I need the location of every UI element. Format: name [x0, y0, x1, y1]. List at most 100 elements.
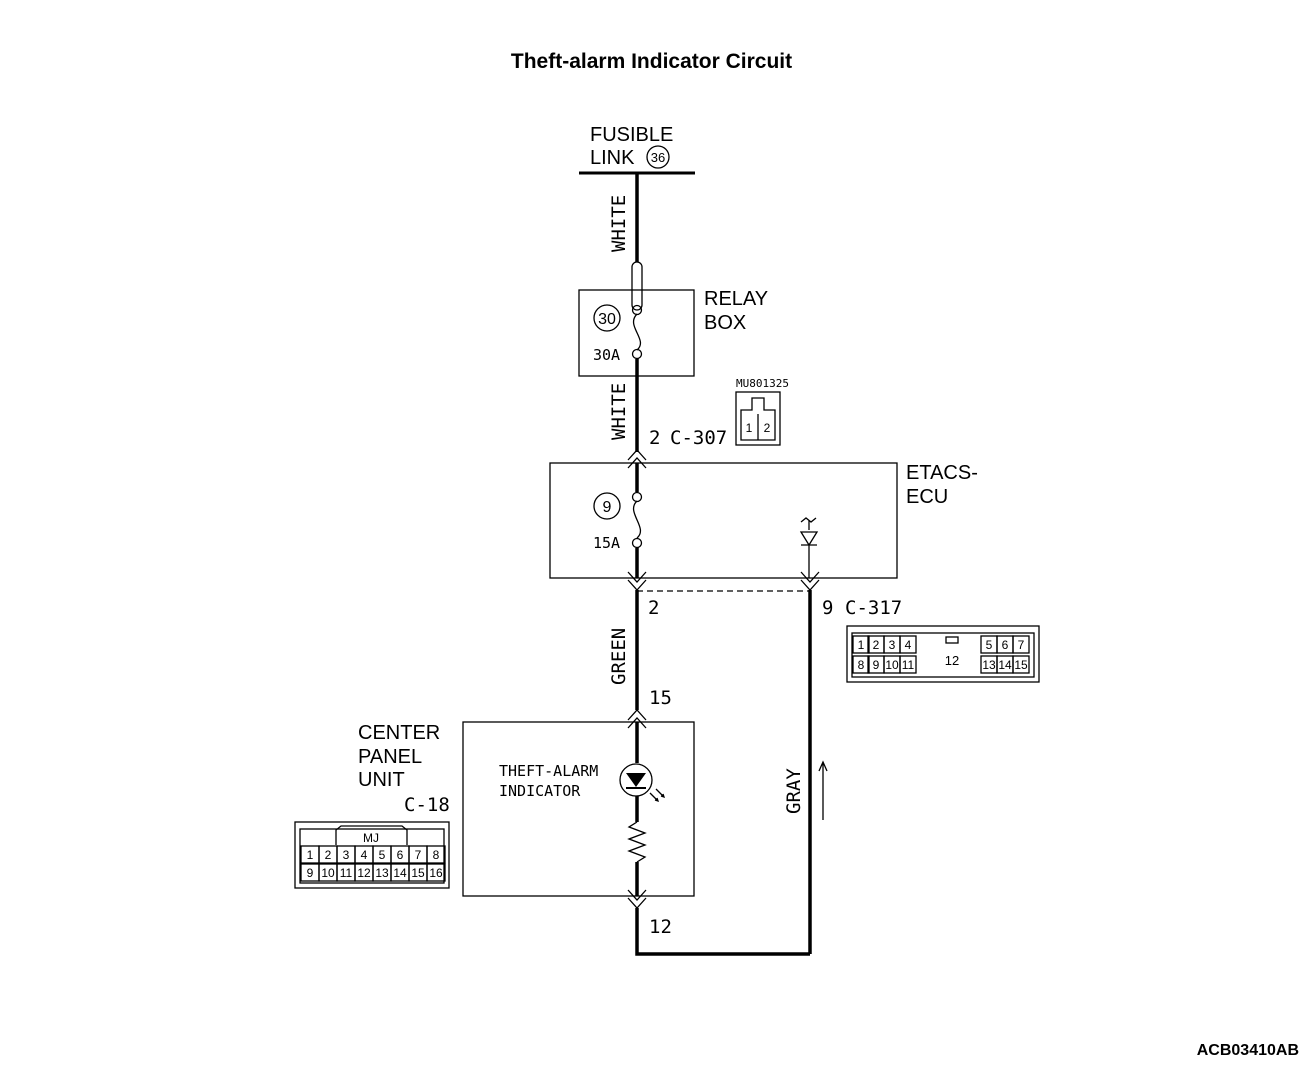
- c18-pin-8-label: 8: [433, 848, 440, 862]
- center-panel-label-3: UNIT: [358, 769, 405, 791]
- c317-connector-name: C-317: [845, 597, 902, 619]
- etacs-fuse-element: [632, 500, 642, 539]
- c307-connector-name: C-307: [670, 427, 727, 449]
- c18-pin-14-label: 14: [393, 866, 407, 880]
- c18-top-pin-number: 15: [649, 687, 672, 709]
- c18-pin-12-label: 12: [357, 866, 371, 880]
- c317-pin-13-label: 13: [982, 658, 996, 672]
- c18-pin-8-cell: [426, 845, 446, 864]
- center-panel-label-1: CENTER: [358, 722, 440, 744]
- etacs-fuse-number-circle: [593, 492, 621, 520]
- wire-label-gray: GRAY: [783, 768, 805, 814]
- etacs-fuse-number: 9: [603, 499, 612, 516]
- c317-pin-9-label: 9: [873, 658, 880, 672]
- connector-mu801325: MU801325 1 2: [735, 377, 789, 446]
- c18-pin-2-label: 2: [325, 848, 332, 862]
- relay-fuse-rating: 30A: [593, 346, 620, 364]
- etacs-fuse-terminal-top: [631, 491, 643, 503]
- etacs-switch-symbol: [800, 517, 817, 530]
- fusible-link-label-2: LINK: [590, 147, 635, 169]
- c317-pin-14-label: 14: [998, 658, 1012, 672]
- wire-label-white-lower: WHITE: [608, 383, 630, 440]
- center-panel-label-2: PANEL: [358, 746, 422, 768]
- mu801325-pin-1: 1: [746, 421, 753, 435]
- c18-pin-3-label: 3: [343, 848, 350, 862]
- c18-pin-6-label: 6: [397, 848, 404, 862]
- fusible-link: FUSIBLE LINK 36: [579, 124, 695, 175]
- c317-pin-7-cell: [1012, 635, 1030, 654]
- c18-pin-11-label: 11: [340, 866, 353, 880]
- mu801325-outline: [735, 391, 781, 446]
- c317-latch: [945, 636, 959, 644]
- c317-pin-7-label: 7: [1018, 638, 1025, 652]
- fusible-link-number: 36: [651, 150, 665, 165]
- page-title: Theft-alarm Indicator Circuit: [510, 50, 793, 73]
- c18-connector-name: C-18: [404, 794, 450, 816]
- c317-pin-10-label: 10: [885, 658, 899, 672]
- figure-code: ACB03410AB: [1196, 1042, 1299, 1059]
- wire-bottom-return: [635, 908, 810, 956]
- center-panel-unit-outline: [462, 721, 695, 897]
- c317-left-pin-number: 2: [648, 597, 659, 619]
- c18-inner: [299, 828, 445, 884]
- c18-pin-15-label: 15: [411, 866, 425, 880]
- c18-outline: [294, 821, 450, 889]
- c18-tag: MJ: [363, 831, 379, 845]
- c18-pin-5-label: 5: [379, 848, 386, 862]
- relay-fuse-number-circle: [593, 304, 621, 332]
- c317-pin-4-label: 4: [905, 638, 912, 652]
- relay-fuse-terminal-bottom: [631, 348, 643, 360]
- etacs-fuse-terminal-bottom: [631, 537, 643, 549]
- c307-connector-symbol: [627, 449, 647, 469]
- c18-pin-16-label: 16: [429, 866, 443, 880]
- c317-pin-1-cell: [852, 635, 870, 654]
- c317-pin-5-label: 5: [986, 638, 993, 652]
- indicator-label-2: INDICATOR: [499, 782, 581, 800]
- c317-pin-11-cell: [899, 655, 917, 674]
- c18-pin-7-label: 7: [415, 848, 422, 862]
- c18-pin-1-label: 1: [307, 848, 314, 862]
- wire-label-green: GREEN: [608, 628, 630, 685]
- c317-pin-15-cell: [1012, 655, 1030, 674]
- etacs-ecu-outline: [549, 462, 898, 579]
- c18-pin-13-label: 13: [375, 866, 389, 880]
- mu801325-pin-2: 2: [764, 421, 771, 435]
- etacs-diode-symbol: [799, 531, 819, 547]
- c317-pin-1-label: 1: [858, 638, 865, 652]
- c18-top-connector-symbol: [627, 709, 647, 729]
- fusible-link-number-circle: [646, 145, 670, 169]
- resistor-icon: [627, 821, 647, 863]
- etacs-ecu-label-2: ECU: [906, 486, 948, 508]
- current-direction-arrow: [818, 760, 828, 820]
- c317-pin-15-label: 15: [1014, 658, 1028, 672]
- c18-bottom-pin-number: 12: [649, 916, 672, 938]
- c317-pin-2-label: 2: [873, 638, 880, 652]
- c317-right-connector-symbol: [800, 571, 820, 591]
- relay-box-label-2: BOX: [704, 312, 746, 334]
- mu801325-part-number: MU801325: [736, 377, 789, 390]
- c317-outline: [846, 625, 1040, 683]
- center-panel-unit: CENTER PANEL UNIT C-18 THEFT-ALARM INDIC…: [358, 721, 695, 897]
- c317-inner: [851, 632, 1035, 678]
- c317-center-pin: 12: [945, 653, 959, 668]
- relay-box-label-1: RELAY: [704, 288, 768, 310]
- fusible-link-label-1: FUSIBLE: [590, 124, 673, 146]
- c317-right-pin-number: 9: [822, 597, 833, 619]
- c18-pin-10-label: 10: [321, 866, 335, 880]
- etacs-ecu: ETACS- ECU 9 15A: [549, 462, 978, 579]
- etacs-fuse-rating: 15A: [593, 534, 620, 552]
- relay-fuse-number: 30: [598, 311, 616, 328]
- relay-box-connector-pin: [631, 261, 643, 311]
- c18-key: [335, 825, 408, 845]
- c307-pin-number: 2: [649, 427, 660, 449]
- c317-pin-8-cell: [852, 655, 870, 674]
- c317-pin-3-label: 3: [889, 638, 896, 652]
- relay-box: RELAY BOX 30 30A: [578, 261, 768, 377]
- c18-pin-4-label: 4: [361, 848, 368, 862]
- etacs-ecu-label-1: ETACS-: [906, 462, 978, 484]
- c18-pin-9-label: 9: [307, 866, 314, 880]
- led-light-rays: [649, 788, 666, 803]
